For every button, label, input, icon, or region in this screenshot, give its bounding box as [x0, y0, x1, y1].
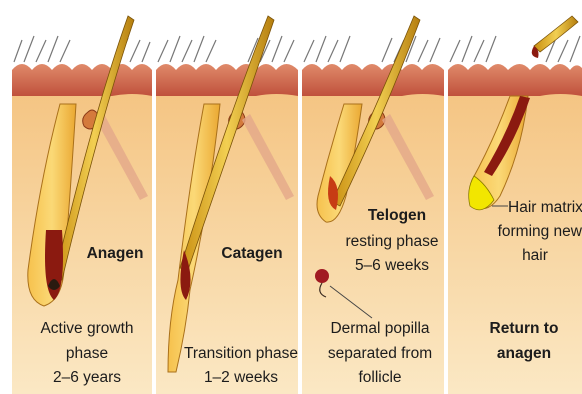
dermis — [12, 70, 152, 394]
epidermis — [156, 64, 298, 96]
epidermis — [12, 64, 152, 96]
panel-divider — [152, 60, 156, 394]
hair-spikes — [450, 36, 580, 62]
epidermis — [448, 64, 582, 96]
dermal-papilla — [315, 269, 329, 283]
panel-return-to-anagen — [448, 16, 582, 394]
hair-spikes — [304, 36, 440, 62]
hair-spikes — [158, 36, 294, 62]
panel-telogen — [302, 16, 444, 394]
panel-anagen — [12, 16, 152, 394]
panel-catagen — [156, 16, 298, 394]
panel-divider — [444, 60, 448, 394]
panel-divider — [298, 60, 302, 394]
hair-spikes — [14, 36, 150, 62]
epidermis — [302, 64, 444, 96]
shed-hair — [534, 16, 578, 52]
